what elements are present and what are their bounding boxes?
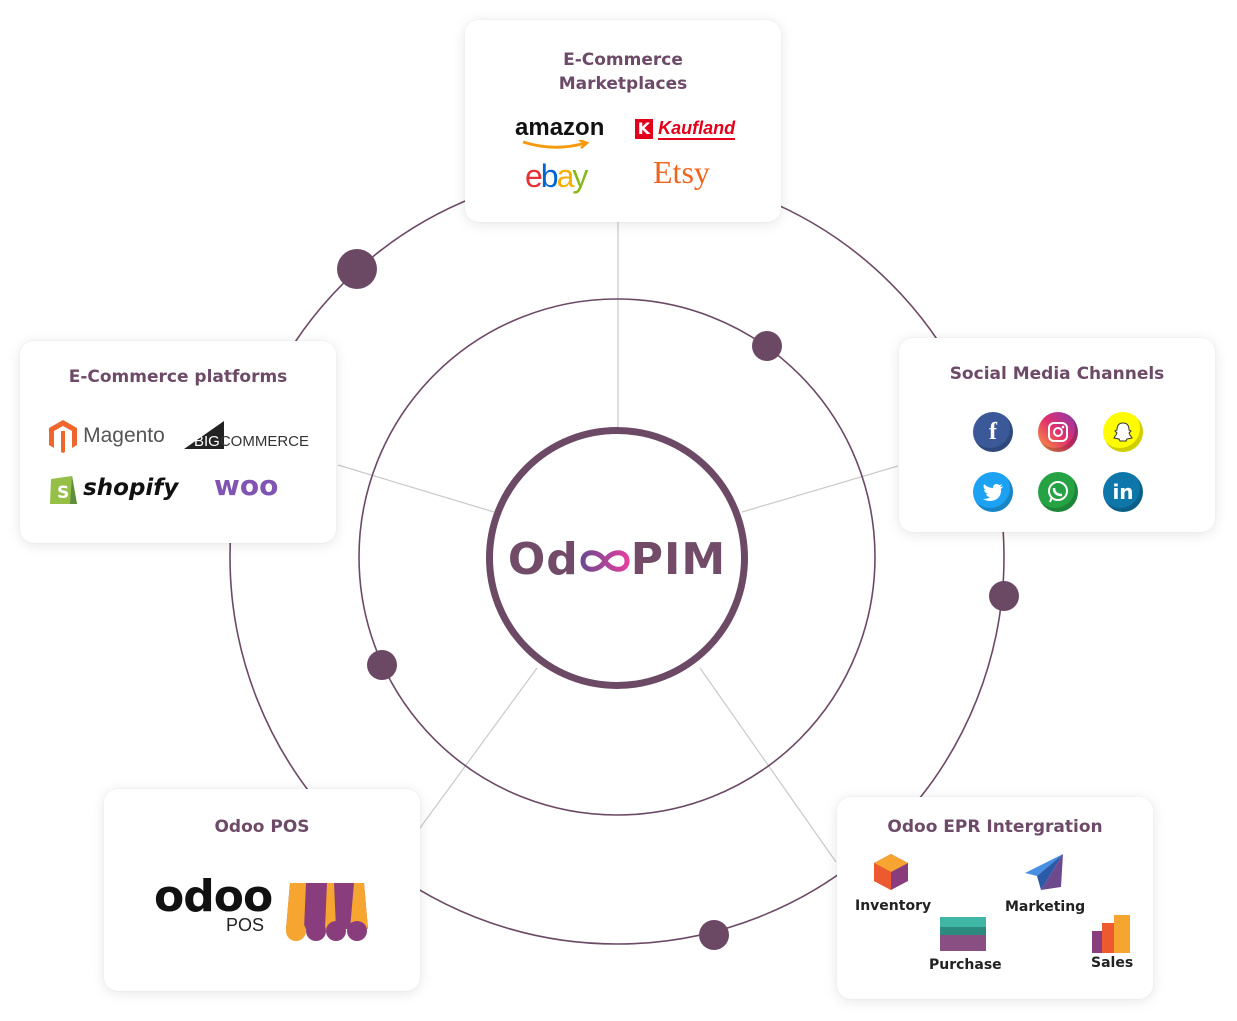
linkedin-icon: in xyxy=(1103,472,1143,512)
platforms-card: E-Commerce platforms Magento BIGCOMMERCE… xyxy=(20,341,336,543)
connector-erp xyxy=(699,667,837,863)
kaufland-logo: K Kaufland xyxy=(635,118,736,140)
platforms-title: E-Commerce platforms xyxy=(68,367,288,387)
connector-pos xyxy=(419,667,538,829)
infinity-icon xyxy=(580,550,630,572)
orbit-dot xyxy=(699,920,729,950)
connector-social xyxy=(741,465,899,513)
kaufland-k-icon: K xyxy=(635,118,653,139)
ebay-b: b xyxy=(540,158,559,194)
twitter-icon xyxy=(973,472,1013,512)
inner-ring xyxy=(358,298,876,816)
snapchat-ghost xyxy=(1113,422,1133,442)
snapchat-icon xyxy=(1103,412,1143,452)
orbit-dot xyxy=(752,331,782,361)
brand-right-text: PIM xyxy=(630,534,727,585)
pos-card: Odoo POS odoo POS xyxy=(104,789,420,991)
pos-title: Odoo POS xyxy=(214,817,310,837)
instagram-glyph xyxy=(1048,422,1068,442)
amazon-text: amazon xyxy=(515,114,605,141)
social-card: Social Media Channels f in xyxy=(899,338,1215,532)
orbit-dot xyxy=(989,581,1019,611)
shopify-logo: S shopify xyxy=(48,471,178,505)
inventory-label: Inventory xyxy=(855,898,932,914)
connector-lines xyxy=(337,222,899,863)
facebook-glyph: f xyxy=(989,419,997,445)
etsy-logo: Etsy xyxy=(653,154,710,190)
connector-platforms xyxy=(337,464,495,513)
magento-logo: Magento xyxy=(48,419,165,453)
odoo-logo-text: odoo xyxy=(154,871,273,922)
shopify-text: shopify xyxy=(83,475,179,501)
woo-logo: woo xyxy=(214,469,279,502)
twitter-bird xyxy=(983,484,1003,501)
sales-label: Sales xyxy=(1091,955,1134,971)
bigcommerce-icon xyxy=(184,421,224,449)
erp-card: Odoo EPR Intergration Inventory Marketin… xyxy=(837,797,1153,999)
orbit-dot xyxy=(367,650,397,680)
whatsapp-glyph xyxy=(1048,481,1068,503)
orbit-dot xyxy=(337,249,377,289)
amazon-logo: amazon xyxy=(515,114,605,149)
orbit-dots xyxy=(337,249,1019,950)
center-logo: Od PIM xyxy=(486,427,748,689)
shopify-bag-icon: S xyxy=(50,476,77,504)
ebay-a: a xyxy=(556,158,575,194)
odoopim-wordmark: Od PIM xyxy=(493,534,741,585)
linkedin-glyph: in xyxy=(1112,480,1134,504)
pos-shop-awning-icon xyxy=(286,883,368,941)
amazon-smile-icon xyxy=(522,140,590,149)
magento-icon xyxy=(49,420,77,453)
social-title: Social Media Channels xyxy=(949,364,1165,384)
ebay-logo: ebay xyxy=(525,158,588,195)
ebay-e: e xyxy=(525,158,543,194)
marketing-label: Marketing xyxy=(1005,899,1086,915)
whatsapp-icon xyxy=(1038,472,1078,512)
svg-text:S: S xyxy=(57,483,69,503)
purchase-icon xyxy=(940,917,986,951)
marketplaces-title-line2: Marketplaces xyxy=(558,74,688,94)
bigcommerce-big-text: BIG xyxy=(194,433,220,450)
ebay-y: y xyxy=(572,158,588,194)
marketplaces-title-line1: E-Commerce xyxy=(563,50,683,70)
pos-label: POS xyxy=(226,915,265,935)
magento-text: Magento xyxy=(83,424,165,447)
sales-icon xyxy=(1092,915,1130,953)
bigcommerce-commerce-text: COMMERCE xyxy=(219,433,310,450)
kaufland-text: Kaufland xyxy=(658,118,736,140)
inventory-icon xyxy=(874,854,908,890)
facebook-icon: f xyxy=(973,412,1013,452)
brand-left-text: Od xyxy=(507,534,579,585)
erp-title: Odoo EPR Intergration xyxy=(887,817,1103,837)
instagram-icon xyxy=(1038,412,1078,452)
bigcommerce-logo: BIGCOMMERCE xyxy=(184,421,309,450)
marketing-icon xyxy=(1025,854,1063,890)
marketplaces-card: E-Commerce Marketplaces amazon K Kauflan… xyxy=(465,20,781,222)
purchase-label: Purchase xyxy=(929,957,1002,973)
